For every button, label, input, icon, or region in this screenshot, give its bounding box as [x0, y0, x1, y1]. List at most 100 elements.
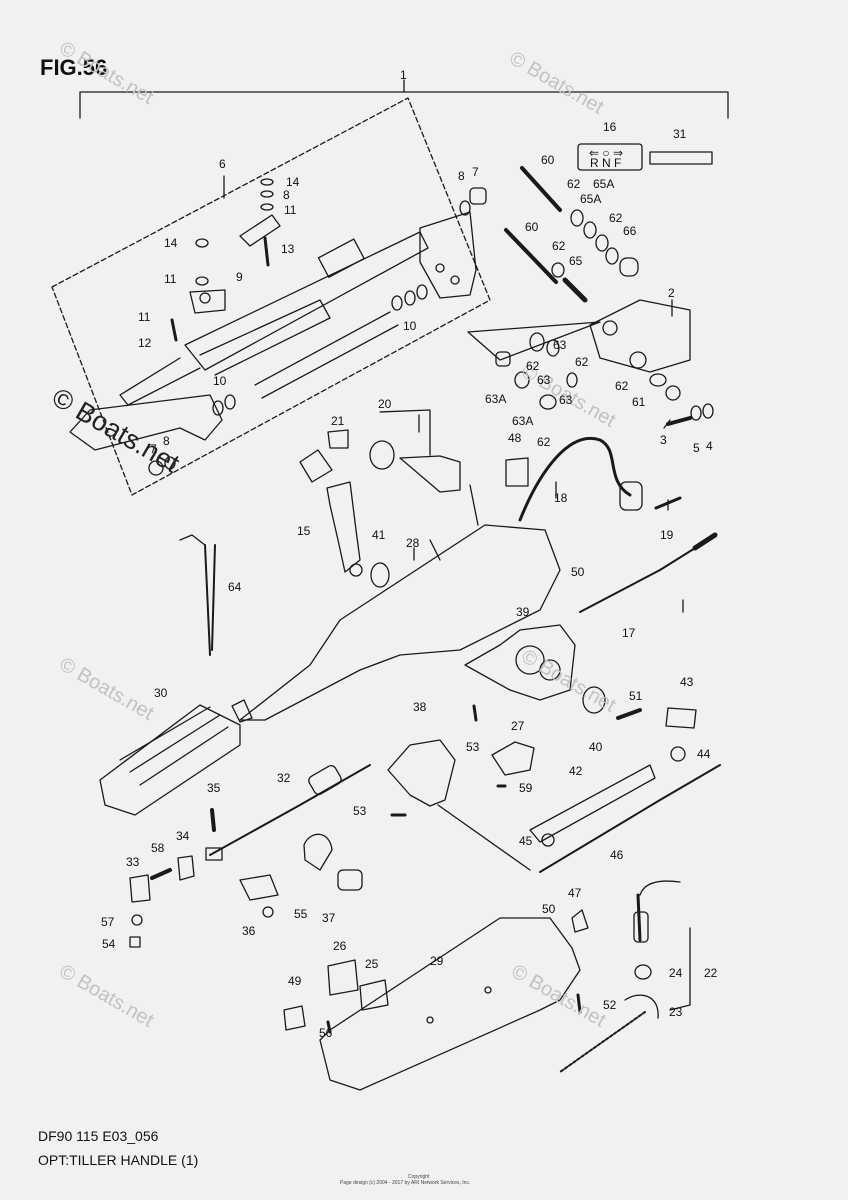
callout-62b: 62	[609, 211, 623, 225]
throttle-cable	[579, 544, 701, 613]
throttle-grip	[99, 704, 241, 816]
callout-6: 6	[219, 157, 226, 171]
callout-8a: 8	[283, 188, 290, 202]
watermark-ml: © Boats.net	[56, 653, 158, 725]
callout-42: 42	[569, 764, 583, 778]
callout-62c: 62	[552, 239, 566, 253]
harness-cable	[518, 437, 632, 522]
callout-33: 33	[126, 855, 140, 869]
callout-59: 59	[519, 781, 533, 795]
callout-62g: 62	[537, 435, 551, 449]
callout-39: 39	[516, 605, 530, 619]
callout-14b: 14	[164, 236, 178, 250]
callout-61: 61	[632, 395, 646, 409]
callout-56: 56	[319, 1026, 333, 1040]
callout-57: 57	[101, 915, 115, 929]
diagram-code: DF90 115 E03_056	[38, 1128, 159, 1144]
callout-10b: 10	[213, 374, 227, 388]
callout-4: 4	[706, 439, 713, 453]
callout-50a: 50	[571, 565, 585, 579]
callout-53a: 53	[466, 740, 480, 754]
callout-13: 13	[281, 242, 295, 256]
callout-15: 15	[297, 524, 311, 538]
callout-45: 45	[519, 834, 533, 848]
watermark-mr2: © Boats.net	[518, 645, 620, 717]
callout-25: 25	[365, 957, 379, 971]
callout-62d: 62	[575, 355, 589, 369]
callout-7a: 7	[472, 165, 479, 179]
switch-assembly	[387, 739, 456, 807]
callout-63b: 63	[537, 373, 551, 387]
callout-16: 16	[603, 120, 617, 134]
callout-12: 12	[138, 336, 152, 350]
callout-36: 36	[242, 924, 256, 938]
callout-50b: 50	[542, 902, 556, 916]
callout-26: 26	[333, 939, 347, 953]
callout-2: 2	[668, 286, 675, 300]
callout-63a: 63	[553, 338, 567, 352]
callout-51: 51	[629, 689, 643, 703]
callout-18: 18	[554, 491, 568, 505]
callout-21: 21	[331, 414, 345, 428]
callout-65: 65	[569, 254, 583, 268]
shaft-arm	[69, 394, 223, 451]
shift-plate-text: ⇐ ○ ⇒ R N F	[589, 146, 623, 170]
callout-29: 29	[430, 954, 444, 968]
callout-65A-b: 65A	[580, 192, 601, 206]
callout-19: 19	[660, 528, 674, 542]
callout-43: 43	[680, 675, 694, 689]
subassembly-box	[51, 97, 491, 496]
callout-46: 46	[610, 848, 624, 862]
callout-9: 9	[236, 270, 243, 284]
tiller-handle-body	[239, 524, 561, 721]
callout-63c: 63	[559, 393, 573, 407]
callout-53b: 53	[353, 804, 367, 818]
callout-60a: 60	[541, 153, 555, 167]
callout-66: 66	[623, 224, 637, 238]
callout-24: 24	[669, 966, 683, 980]
callout-47: 47	[568, 886, 582, 900]
callout-31: 31	[673, 127, 687, 141]
shift-indicator-plate	[577, 143, 643, 171]
shaft-body	[184, 231, 429, 371]
watermark-tr: © Boats.net	[506, 47, 608, 119]
throttle-rod	[209, 764, 371, 856]
callout-41: 41	[372, 528, 386, 542]
callout-58: 58	[151, 841, 165, 855]
callout-30: 30	[154, 686, 168, 700]
callout-35: 35	[207, 781, 221, 795]
callout-10a: 10	[403, 319, 417, 333]
callout-14a: 14	[286, 175, 300, 189]
callout-8c: 8	[163, 434, 170, 448]
callout-3: 3	[660, 433, 667, 447]
shift-arrows-label: ⇐ ○ ⇒	[589, 146, 623, 160]
indicator-strip	[649, 151, 713, 165]
bracket-plate	[419, 211, 477, 299]
callout-32: 32	[277, 771, 291, 785]
callout-54: 54	[102, 937, 116, 951]
steering-bracket	[589, 299, 691, 373]
copyright-label: Copyright	[408, 1174, 430, 1180]
callout-11a: 11	[284, 203, 297, 217]
callout-62e: 62	[526, 359, 540, 373]
callout-60b: 60	[525, 220, 539, 234]
watermark-bl: © Boats.net	[56, 960, 158, 1032]
callout-38: 38	[413, 700, 427, 714]
callout-11b: 11	[164, 272, 177, 286]
shift-rnf-label: R N F	[590, 156, 621, 170]
watermark-br: © Boats.net	[508, 960, 610, 1032]
callout-44: 44	[697, 747, 711, 761]
callout-65A-a: 65A	[593, 177, 614, 191]
callout-63A-a: 63A	[485, 392, 506, 406]
throttle-mechanism	[464, 624, 576, 701]
callout-22: 22	[704, 966, 718, 980]
assembly-bracket	[79, 91, 729, 119]
option-caption: OPT:TILLER HANDLE (1)	[38, 1152, 199, 1168]
callout-23: 23	[669, 1005, 683, 1019]
callout-37: 37	[322, 911, 336, 925]
lanyard-cord	[559, 1011, 646, 1073]
callout-64: 64	[228, 580, 242, 594]
callout-34: 34	[176, 829, 190, 843]
